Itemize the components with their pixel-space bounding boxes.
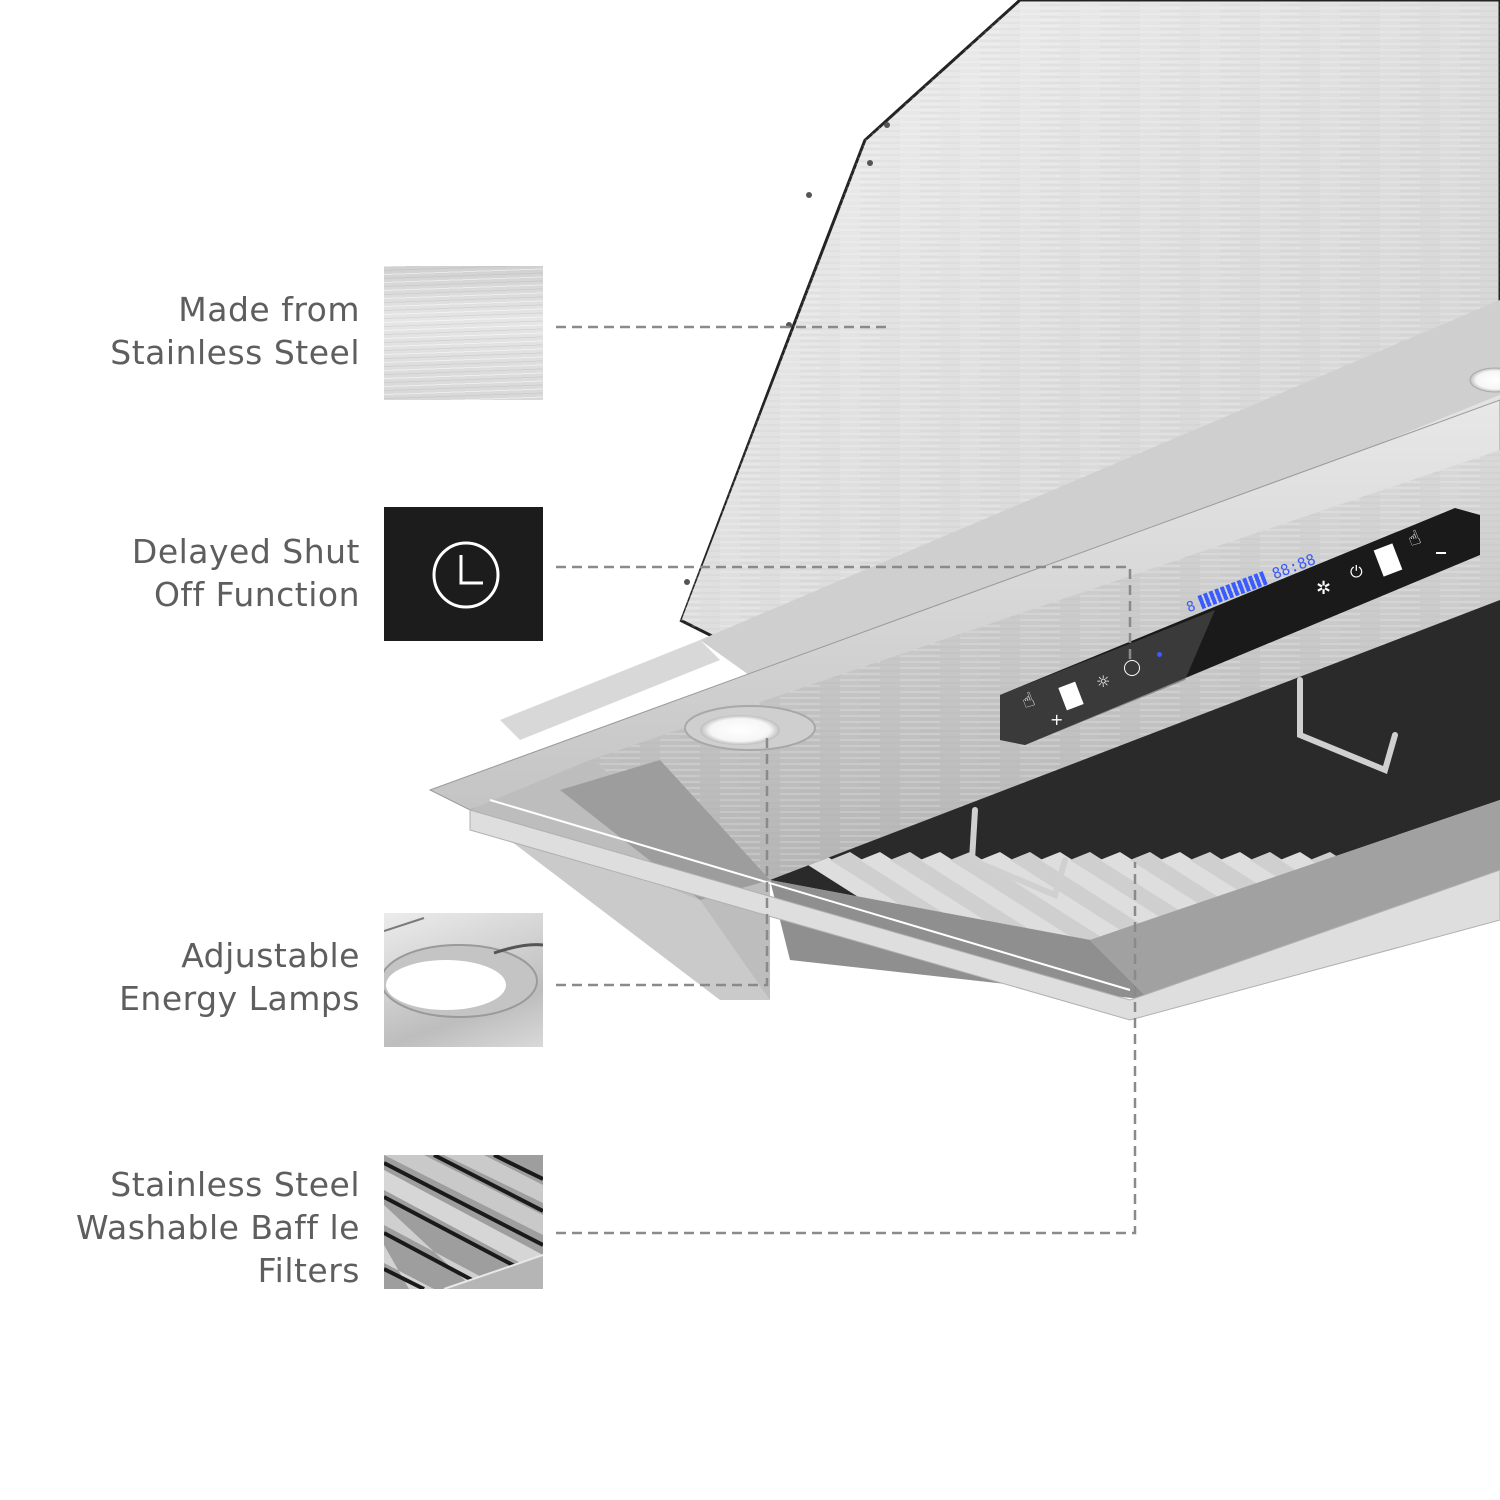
power-icon[interactable]: ⏻ bbox=[1350, 562, 1363, 581]
feature-label-baffle-filters: Stainless Steel Washable Baff le Filters bbox=[75, 1165, 360, 1290]
fan-icon[interactable]: ✲ bbox=[1316, 578, 1332, 599]
brushed-steel-swatch bbox=[384, 266, 543, 400]
timer-display: 88:88 bbox=[1269, 550, 1319, 584]
baffle-filter-swatch bbox=[384, 1155, 543, 1289]
control-panel bbox=[1000, 508, 1480, 745]
baffle-filter-closeup-icon bbox=[384, 1155, 543, 1289]
gesture-plus-label: + bbox=[1050, 710, 1064, 729]
feature-label-energy-lamps: Adjustable Energy Lamps bbox=[119, 936, 360, 1018]
gesture-minus-label bbox=[1436, 552, 1446, 554]
feature-label-delayed-shut-off: Delayed Shut Off Function bbox=[131, 532, 360, 614]
clock-swatch bbox=[384, 507, 543, 641]
lamp-swatch bbox=[384, 913, 543, 1047]
timer-icon[interactable] bbox=[1124, 660, 1140, 676]
light-icon[interactable]: ☼ bbox=[1096, 672, 1111, 691]
lamp-closeup-icon bbox=[384, 917, 543, 1018]
feature-label-stainless-steel: Made from Stainless Steel bbox=[110, 290, 360, 372]
clock-icon bbox=[432, 541, 500, 609]
status-led bbox=[1157, 652, 1162, 657]
